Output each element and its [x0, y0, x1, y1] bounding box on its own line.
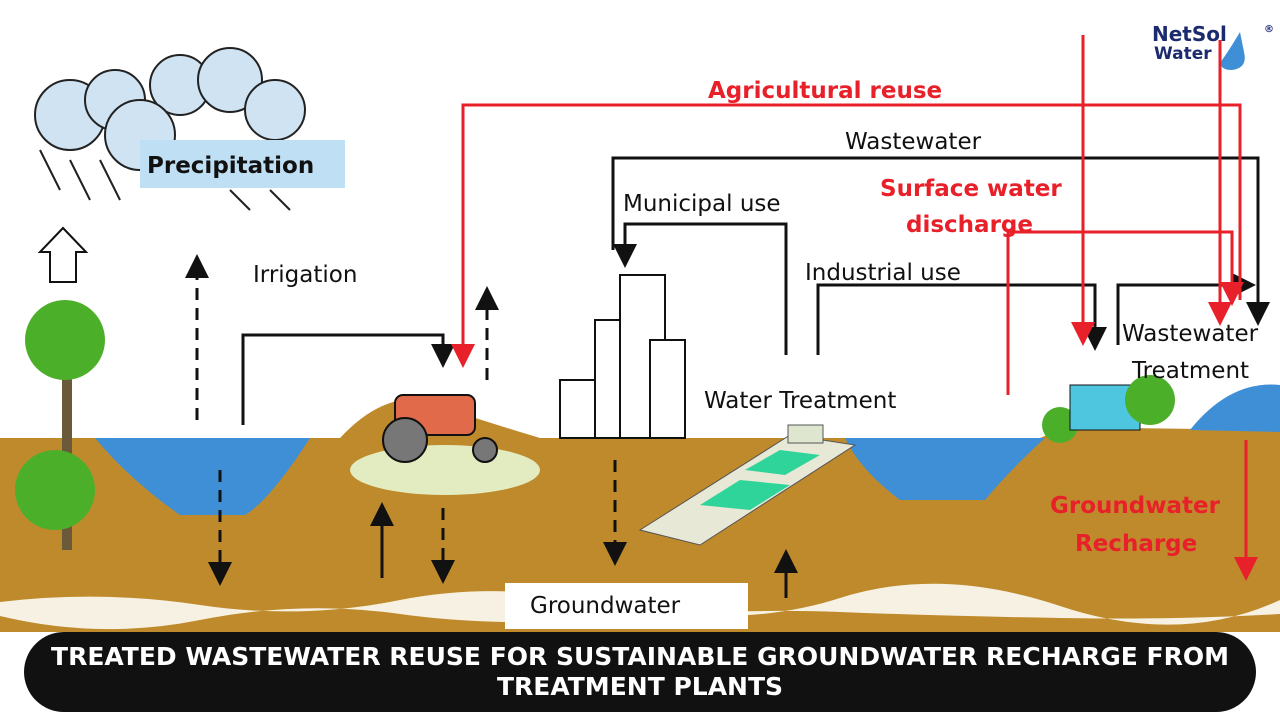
surface-water-discharge-label: Surface water: [880, 176, 1062, 202]
groundwater-recharge-label-2: Recharge: [1075, 531, 1197, 557]
netsol-water-logo: NetSol Water ®: [1152, 22, 1274, 64]
flow-arrows: [241, 156, 1270, 598]
tree-icon: [15, 300, 105, 550]
red-flow-arrows: [451, 35, 1258, 581]
water-treatment-label: Water Treatment: [704, 388, 896, 414]
city-icon: [559, 274, 686, 439]
wastewater-label: Wastewater: [845, 129, 982, 155]
municipal-use-label: Municipal use: [623, 191, 781, 217]
caption-line1: TREATED WASTEWATER REUSE FOR SUSTAINABLE…: [51, 642, 1229, 671]
pond-left: [95, 438, 310, 515]
wastewater-treatment-label-2: Treatment: [1131, 358, 1249, 384]
factory-icon: [1042, 375, 1280, 443]
logo-line2: Water: [1154, 44, 1212, 64]
caption-line2: TREATMENT PLANTS: [496, 672, 784, 701]
rain-icon: [39, 149, 291, 211]
groundwater-label: Groundwater: [530, 593, 681, 619]
field: [350, 445, 540, 495]
groundwater-band: [0, 583, 1280, 630]
pond-right: [845, 438, 1045, 500]
evaporation-arrow-icon: [37, 226, 89, 283]
registered-mark: ®: [1264, 24, 1274, 35]
water-treatment-plant-icon: [638, 424, 857, 546]
irrigation-label: Irrigation: [253, 262, 357, 288]
groundwater-recharge-label: Groundwater: [1050, 493, 1221, 519]
wastewater-treatment-label: Wastewater: [1122, 321, 1259, 347]
surface-water-discharge-label-2: discharge: [906, 212, 1033, 238]
logo-line1: NetSol: [1152, 22, 1227, 46]
precipitation-label: Precipitation: [147, 153, 314, 179]
tractor-icon: [382, 394, 498, 463]
water-drop-logo-icon: [1221, 32, 1245, 70]
caption-banner: TREATED WASTEWATER REUSE FOR SUSTAINABLE…: [24, 632, 1256, 712]
agricultural-reuse-label: Agricultural reuse: [708, 78, 942, 104]
industrial-use-label: Industrial use: [805, 260, 961, 286]
dashed-arrows: [185, 254, 627, 586]
groundwater-box: [505, 583, 748, 629]
precipitation-box: [140, 140, 345, 188]
